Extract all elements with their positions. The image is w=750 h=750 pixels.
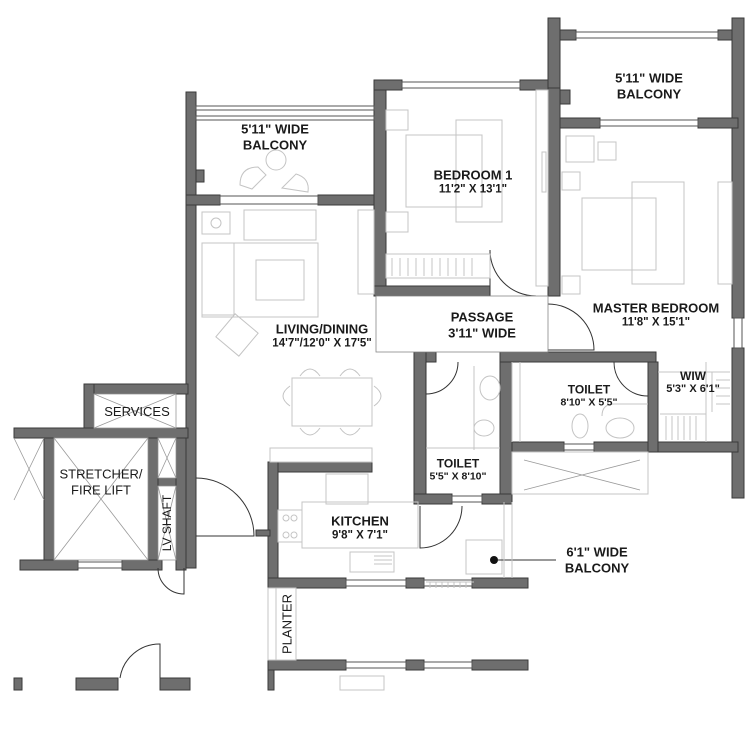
room-name: MASTER BEDROOM: [592, 300, 720, 316]
room-dim: 5'3" X 6'1": [666, 383, 720, 396]
room-dim: 11'2" X 13'1": [438, 182, 508, 195]
room-name: WIW: [680, 369, 706, 384]
room-dim: 3'11" WIDE: [448, 325, 516, 340]
room-kitchen: KITCHEN 9'8" X 7'1": [331, 513, 389, 542]
room-name: 6'1" WIDE: [566, 544, 628, 560]
room-balcony-living: 5'11" WIDE BALCONY: [241, 121, 309, 152]
room-passage: PASSAGE 3'11" WIDE: [448, 309, 516, 340]
room-dim: 11'8" X 15'1": [621, 315, 691, 328]
room-dim: 9'8" X 7'1": [331, 528, 389, 541]
room-balcony-utility: 6'1" WIDE BALCONY: [565, 544, 629, 575]
room-name: 5'11" WIDE: [615, 70, 683, 86]
room-name: KITCHEN: [331, 513, 389, 529]
core-shafts: [13, 393, 177, 561]
room-name: BEDROOM 1: [433, 167, 513, 183]
room-dim: BALCONY: [564, 560, 630, 575]
room-dim: 5'5" X 8'10": [429, 470, 487, 483]
room-dim: 8'10" X 5'5": [560, 396, 618, 409]
room-bedroom1: BEDROOM 1 11'2" X 13'1": [434, 167, 513, 196]
room-dim: BALCONY: [242, 137, 308, 152]
core-services: SERVICES: [104, 404, 170, 420]
doors: [119, 249, 649, 679]
services-label: SERVICES: [104, 404, 170, 420]
room-master-bedroom: MASTER BEDROOM 11'8" X 15'1": [593, 300, 719, 329]
core-lift: STRETCHER/ FIRE LIFT: [59, 466, 142, 497]
room-name: LIVING/DINING: [275, 321, 369, 337]
room-balcony-master: 5'11" WIDE BALCONY: [615, 70, 683, 101]
room-living-dining: LIVING/DINING 14'7"/12'0" X 17'5": [272, 321, 371, 350]
room-name: 5'11" WIDE: [241, 121, 309, 137]
windows: [77, 31, 743, 669]
passage-area: [375, 295, 549, 353]
lv-shaft-label: LV SHAFT: [160, 494, 174, 552]
room-toilet-master: TOILET 8'10" X 5'5": [561, 383, 618, 410]
lift-label-line1: STRETCHER/: [59, 466, 143, 482]
room-name: TOILET: [567, 382, 611, 397]
lift-label-line2: FIRE LIFT: [71, 482, 131, 497]
furniture: [201, 89, 733, 691]
planter-label: PLANTER: [279, 594, 295, 654]
room-name: PASSAGE: [450, 309, 514, 325]
walls: [13, 17, 745, 691]
room-dim: 14'7"/12'0" X 17'5": [272, 336, 372, 349]
room-wiw: WIW 5'3" X 6'1": [666, 369, 720, 397]
room-name: TOILET: [436, 456, 480, 471]
room-dim: BALCONY: [616, 86, 682, 101]
room-toilet-common: TOILET 5'5" X 8'10": [430, 457, 487, 484]
